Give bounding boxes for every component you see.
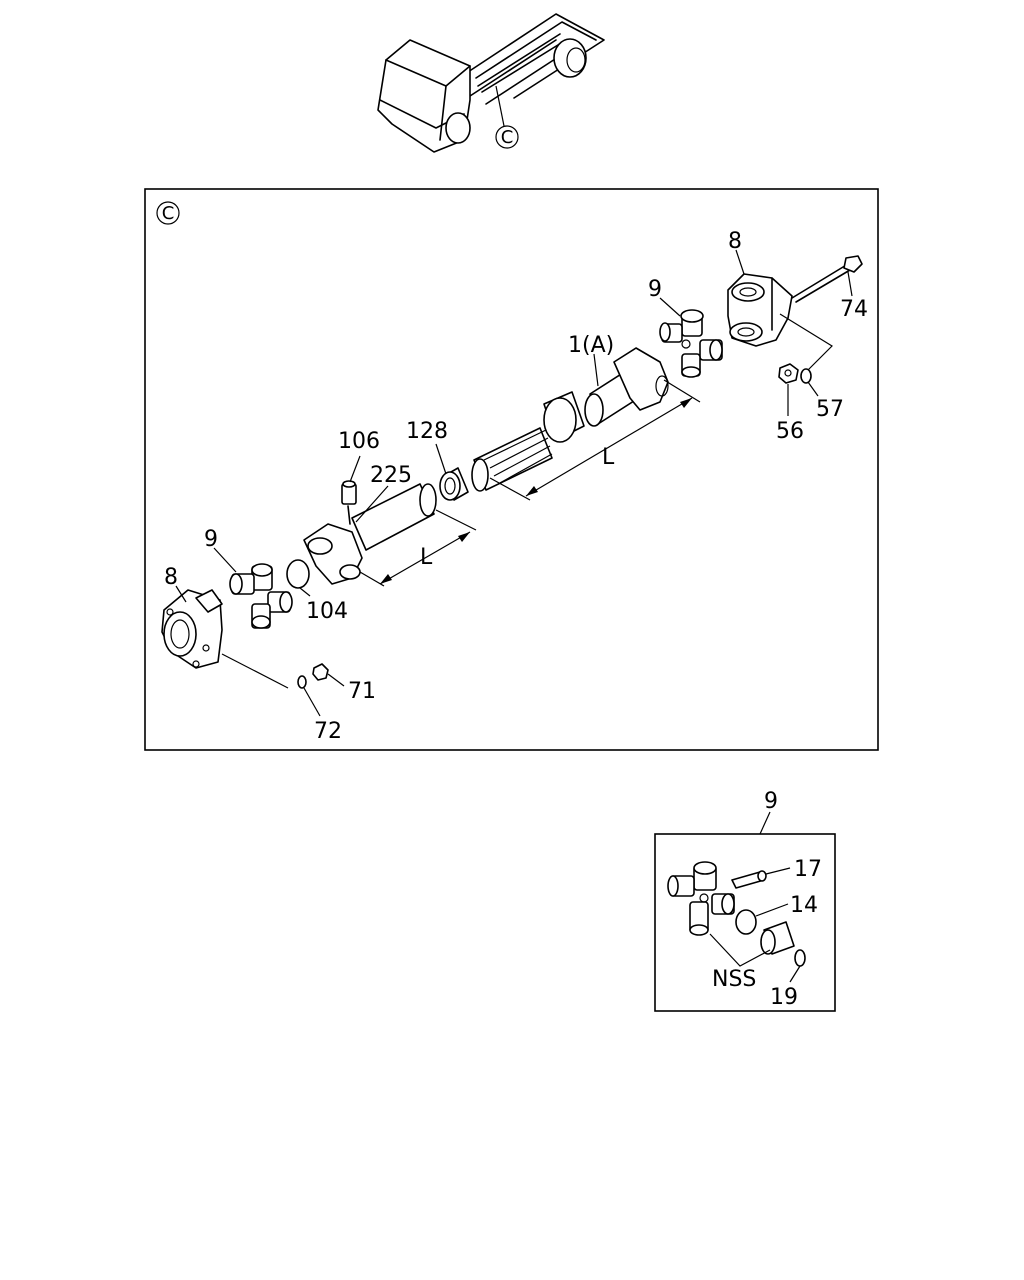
label-17: 17 [794, 857, 822, 882]
label-nss: NSS [712, 967, 756, 992]
label-57: 57 [816, 397, 844, 422]
leader-lines [175, 249, 853, 717]
label-106: 106 [338, 429, 380, 454]
dimension-l-lower [359, 509, 477, 587]
bolt-74 [791, 255, 863, 303]
nut-71 [312, 663, 329, 681]
label-9-left: 9 [204, 527, 218, 552]
dimension-l-upper [489, 379, 701, 501]
flange-yoke-right [727, 273, 793, 347]
detail-grease-fitting-17 [731, 870, 767, 889]
grease-fitting-106 [341, 480, 357, 525]
washer-57 [800, 368, 812, 384]
frame-callout-c: C [156, 201, 180, 225]
label-9-right: 9 [648, 277, 662, 302]
label-8-left: 8 [164, 565, 178, 590]
label-1a: 1(A) [568, 333, 614, 358]
label-dim-l-upper: L [602, 445, 615, 470]
svg-text:C: C [162, 203, 175, 224]
sleeve-yoke-225 [303, 483, 437, 585]
detail-frame [654, 833, 836, 1012]
flange-yoke-left [161, 589, 223, 669]
label-71: 71 [348, 679, 376, 704]
detail-spider [667, 861, 735, 936]
label-225: 225 [370, 463, 412, 488]
dust-seal-128 [439, 467, 469, 501]
main-diagram-frame [144, 188, 879, 751]
label-72: 72 [314, 719, 342, 744]
detail-leaders [709, 867, 801, 983]
universal-joint-right [659, 309, 723, 378]
label-9-detail: 9 [764, 789, 778, 814]
nut-56 [778, 363, 799, 384]
truck-overview [377, 13, 605, 153]
label-128: 128 [406, 419, 448, 444]
detail-seal-14 [735, 909, 757, 935]
propeller-shaft-1a [471, 347, 669, 492]
detail-bearing-cup [760, 921, 795, 955]
detail-snap-ring-19 [794, 949, 806, 967]
washer-72 [297, 675, 307, 689]
label-14: 14 [790, 893, 818, 918]
label-104: 104 [306, 599, 348, 624]
universal-joint-left [229, 563, 293, 629]
label-8-right: 8 [728, 229, 742, 254]
label-19: 19 [770, 985, 798, 1010]
label-74: 74 [840, 297, 868, 322]
label-56: 56 [776, 419, 804, 444]
overview-callout-c: C [495, 125, 519, 149]
o-ring-104 [286, 559, 310, 589]
label-dim-l-lower: L [420, 545, 433, 570]
svg-text:C: C [501, 127, 514, 148]
